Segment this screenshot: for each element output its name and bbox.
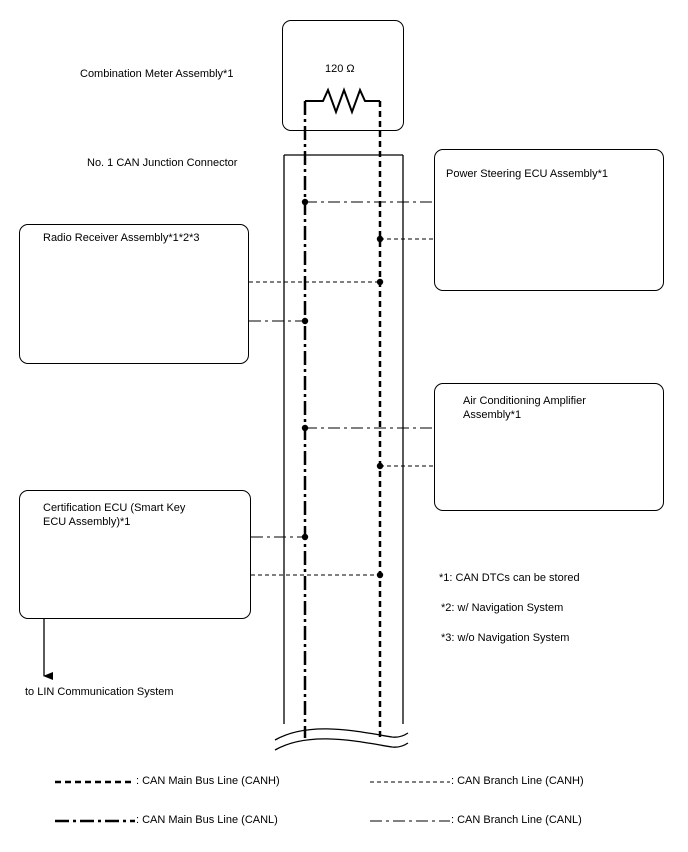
air-conditioning-label-line1: Air Conditioning Amplifier (463, 395, 586, 407)
legend-main-canl-label: : CAN Main Bus Line (CANL) (136, 814, 278, 826)
lin-communication-label: to LIN Communication System (25, 686, 174, 698)
legend-branch-canh-label: : CAN Branch Line (CANH) (451, 775, 584, 787)
certification-ecu-box: Certification ECU (Smart Key ECU Assembl… (19, 490, 251, 619)
note-1: *1: CAN DTCs can be stored (439, 572, 580, 584)
junction-dot (301, 424, 309, 432)
radio-receiver-box: Radio Receiver Assembly*1*2*3 (19, 224, 249, 364)
junction-connector-label: No. 1 CAN Junction Connector (87, 157, 238, 169)
junction-dot (376, 278, 384, 286)
legend-branch-canl-label: : CAN Branch Line (CANL) (451, 814, 582, 826)
certification-ecu-label-line1: Certification ECU (Smart Key (43, 502, 186, 514)
air-conditioning-label-line2: Assembly*1 (463, 409, 522, 421)
power-steering-ecu-box: Power Steering ECU Assembly*1 (434, 149, 664, 291)
power-steering-ecu-label: Power Steering ECU Assembly*1 (446, 168, 609, 180)
junction-dot (301, 198, 309, 206)
junction-dot (376, 235, 384, 243)
certification-ecu-label-line2: ECU Assembly)*1 (43, 516, 131, 528)
junction-dot (376, 571, 384, 579)
air-conditioning-amplifier-box: Air Conditioning Amplifier Assembly*1 (434, 383, 664, 511)
note-2: *2: w/ Navigation System (441, 602, 564, 614)
note-3: *3: w/o Navigation System (441, 632, 570, 644)
break-symbol-lower (274, 738, 409, 751)
junction-dot (376, 462, 384, 470)
junction-dot (301, 533, 309, 541)
junction-dot (301, 317, 309, 325)
legend-main-canh-label: : CAN Main Bus Line (CANH) (136, 775, 280, 787)
resistor-value-label: 120 Ω (325, 63, 355, 75)
radio-receiver-label: Radio Receiver Assembly*1*2*3 (43, 232, 200, 244)
combination-meter-box (282, 20, 404, 131)
combination-meter-label: Combination Meter Assembly*1 (80, 68, 234, 80)
break-symbol-upper (274, 728, 409, 741)
